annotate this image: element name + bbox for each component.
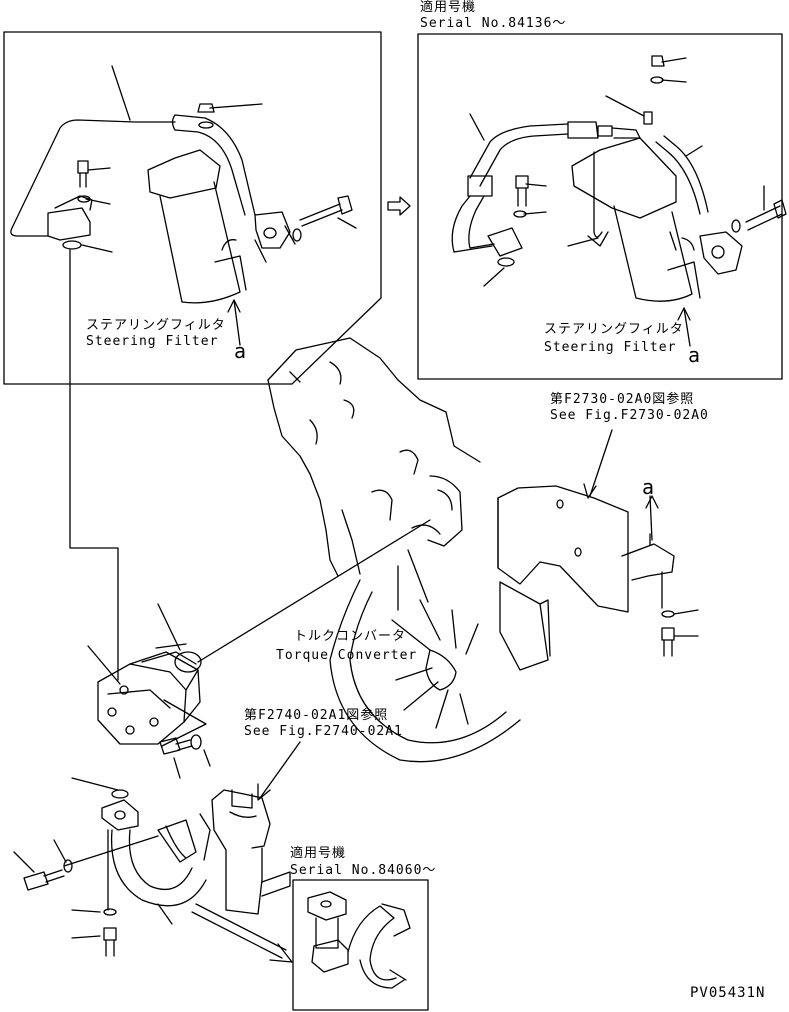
drawing-code: PV05431N [690,985,766,1001]
torque-converter-jp: トルクコンバータ [294,629,407,644]
tr-view-marker: a [688,343,701,367]
left-filter-assembly [11,66,356,345]
bottom-inset-assembly [308,892,410,988]
transfer-arrow [388,197,410,215]
hydraulic-pump [88,604,210,778]
inset-arrow-bottom [192,904,292,962]
reference-1-en: See Fig.F2730-02A0 [550,408,709,423]
right-filter-assembly [452,56,786,346]
main-view-marker: a [642,475,655,499]
bottom-applicability-label: 適用号機 [290,846,347,861]
torque-converter-en: Torque Converter [276,648,418,663]
tr-applicability-label: 適用号機 [420,0,477,15]
tl-part-name-jp: ステアリングフィルタ [86,318,226,333]
reference-leaders [258,430,612,800]
tr-part-name-en: Steering Filter [544,340,677,355]
torque-converter [330,580,520,762]
connection-line-main [198,520,430,662]
bottom-serial-label: Serial No.84060～ [290,863,437,878]
tr-serial-label: Serial No.84136～ [420,16,567,31]
lower-tube-assembly [14,778,206,956]
inset-frame-bottom [293,880,428,1010]
reference-2-jp: 第F2740-02A1図参照 [244,708,389,723]
engine-block [268,338,480,610]
mounting-bracket [498,486,674,670]
bracket-bolt [646,496,698,656]
tl-view-marker: a [234,339,247,363]
tl-part-name-en: Steering Filter [86,334,219,349]
reference-2-en: See Fig.F2740-02A1 [244,724,403,739]
steering-valve [200,790,290,914]
connection-line-left [70,250,118,680]
tr-part-name-jp: ステアリングフィルタ [544,322,684,337]
inset-frame-top-right [418,34,782,379]
reference-1-jp: 第F2730-02A0図参照 [550,392,695,407]
